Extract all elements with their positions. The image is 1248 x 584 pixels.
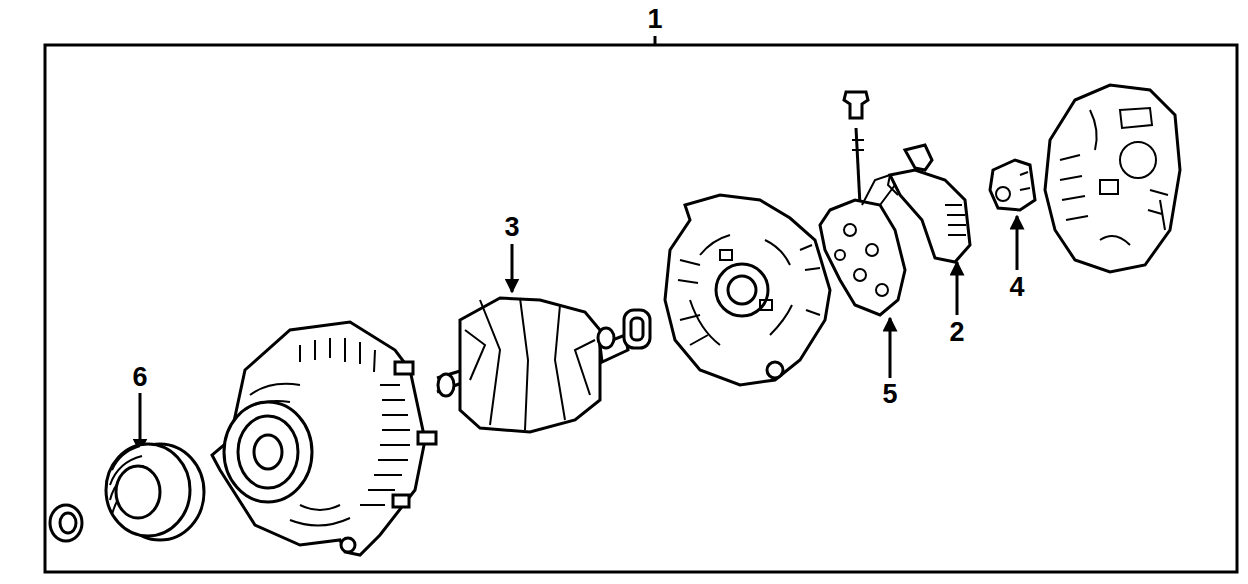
voltage-regulator [890,170,970,262]
rear-cover [1045,85,1180,272]
front-housing [224,402,312,502]
leader-line [654,36,657,45]
rectifier [854,269,866,281]
voltage-regulator [888,175,898,195]
rear-housing [800,245,820,315]
spacer-ring [624,310,650,348]
rotor [437,298,628,432]
rear-cover [1148,190,1168,214]
front-housing [341,538,355,552]
rectifier [852,149,864,151]
pulley [116,466,160,518]
front-housing [300,338,375,372]
front-housing [290,505,350,526]
front-housing [395,362,413,374]
front-housing [418,432,436,444]
rear-housing [760,300,772,310]
callout-number: 2 [949,319,964,346]
callout-number: 3 [504,214,519,241]
brush-holder [996,187,1010,201]
callout-number: 1 [647,6,662,33]
spacer-ring [624,310,650,348]
rectifier [866,244,878,256]
spacer-ring [631,318,643,340]
rectifier [844,224,856,236]
rear-cover [1060,108,1168,245]
rear-cover [1120,108,1152,128]
rear-housing [767,362,783,378]
rear-housing [720,250,732,260]
rear-housing [665,195,830,385]
rear-housing [665,195,830,385]
rotor [598,328,614,348]
rotor [460,298,600,432]
brush-holder [1020,172,1030,190]
rear-cover [1120,142,1156,178]
rotor [465,330,595,395]
alternator-illustration [45,36,1237,572]
pulley [106,444,204,540]
rectifier [835,250,845,260]
front-housing [238,416,298,488]
callout-number: 4 [1009,274,1024,301]
front-housing [212,322,425,555]
front-housing [212,322,436,555]
leader-line [956,262,959,315]
rear-cover [1060,155,1088,220]
rear-cover [1100,180,1118,194]
rectifier [835,175,895,296]
voltage-regulator [945,205,966,235]
front-housing [393,495,409,507]
rear-housing [678,235,820,345]
pulley-nut [50,505,82,541]
rear-cover [1045,85,1180,272]
leader-line [889,318,892,378]
brush-holder [990,160,1035,210]
rectifier [852,139,864,141]
voltage-regulator [905,145,932,170]
rectifier [844,92,868,118]
rotor [480,298,565,430]
brush-holder [990,160,1035,210]
front-housing [360,385,410,505]
assembly-frame [45,45,1237,572]
callout-number: 6 [132,364,147,391]
front-housing [254,435,282,469]
rectifier [876,284,888,296]
pulley-nut [50,505,82,541]
leader-line [1016,216,1019,270]
rear-housing [678,260,708,345]
rear-housing [690,235,792,345]
pulley [106,444,190,536]
rectifier [820,92,905,315]
front-housing [245,384,300,410]
front-housing [245,338,410,526]
leader-line [511,244,514,292]
pulley-nut [60,513,76,533]
rear-housing [728,276,756,304]
rotor [438,374,454,396]
voltage-regulator [888,145,970,262]
callout-number: 5 [882,381,897,408]
rear-cover [1090,110,1165,245]
rectifier [820,200,905,315]
